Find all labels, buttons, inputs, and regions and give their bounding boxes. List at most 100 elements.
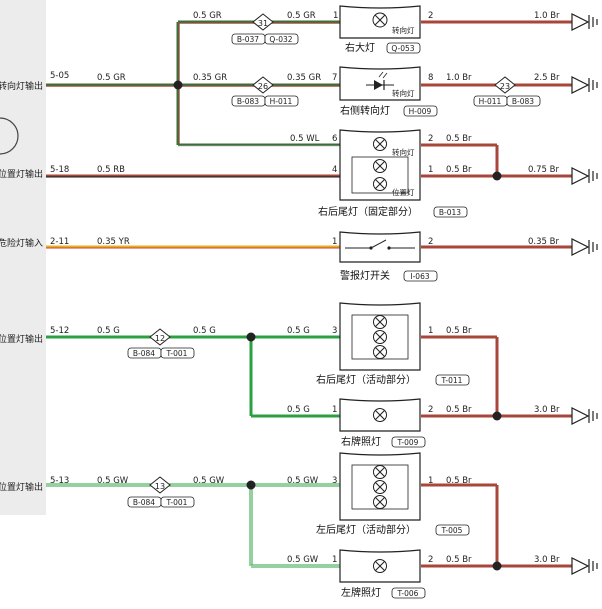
terminal-number: 2 (428, 134, 433, 144)
pin-5-05: 5-05 (50, 71, 69, 81)
wire-g-group (46, 332, 340, 418)
component-right-side-turn-lamp: 转向灯 右侧转向灯 H-009 (339, 66, 438, 117)
wire-label: 1.0 Br (534, 11, 560, 21)
wire-label: 0.35 GR (193, 73, 227, 83)
connector-code-right: B-083 (512, 97, 534, 106)
connector-12: 12 B-084 T-001 (127, 328, 195, 359)
label-turn-output: 转向灯输出 (0, 80, 43, 92)
lamp-icon (373, 408, 387, 422)
left-panel (0, 0, 46, 515)
component-hazard-switch: 警报灯开关 I-063 (339, 231, 438, 282)
ground-group (571, 13, 598, 575)
wire-label: 0.5 GR (193, 11, 222, 21)
component-code: T-006 (397, 589, 419, 598)
component-code: Q-053 (391, 44, 414, 53)
wire-label: 0.5 Br (446, 165, 472, 175)
component-left-taillamp-movable: 左后尾灯（活动部分） T-005 (316, 452, 470, 536)
wire-label: 0.5 G (193, 326, 216, 336)
component-right-headlamp: 转向灯 右大灯 Q-053 (339, 5, 421, 54)
component-name: 右侧转向灯 (340, 104, 390, 117)
label-hazard-input: 危险灯输入 (0, 237, 43, 249)
lamp-icon (373, 330, 387, 344)
wire-label: 0.5 Br (446, 476, 472, 486)
junction-dot (246, 332, 256, 342)
lamp-icon (373, 159, 387, 173)
lamp-icon (373, 345, 387, 359)
component-right-taillamp-fixed: 转向灯 位置灯 右后尾灯（固定部分） B-013 (318, 129, 468, 218)
component-right-plate-lamp: 右牌照灯 T-009 (339, 398, 426, 448)
terminal-number: 7 (332, 73, 337, 83)
wire-label: 0.5 GR (287, 11, 316, 21)
wire-label: 0.5 GR (97, 73, 126, 83)
lamp-icon (373, 137, 387, 151)
connector-code-right: T-001 (166, 498, 188, 507)
connector-num: 23 (500, 82, 510, 91)
connector-23: 23 H-011 B-083 (473, 76, 541, 107)
wire-label: 0.5 Br (446, 326, 472, 336)
component-code: I-063 (410, 272, 429, 281)
ground-icon (571, 557, 598, 575)
wire-label: 0.5 G (97, 326, 120, 336)
wire-label: 0.5 WL (290, 134, 320, 144)
connector-code-right: T-001 (166, 349, 188, 358)
junction-dot (492, 411, 502, 421)
component-inner-label: 转向灯 (392, 88, 415, 98)
terminal-number: 1 (332, 405, 337, 415)
component-inner-label-2: 位置灯 (392, 187, 415, 197)
pin-5-13: 5-13 (50, 476, 69, 486)
terminal-number: 1 (428, 326, 433, 336)
component-code: T-011 (441, 376, 463, 385)
lamp-icon (373, 495, 387, 509)
wire-label: 0.5 Br (446, 405, 472, 415)
connector-code-left: H-011 (479, 97, 502, 106)
wire-label: 0.75 Br (528, 165, 559, 175)
terminal-number: 1 (333, 11, 338, 21)
wire-label: 0.5 Br (446, 134, 472, 144)
component-inner-label: 转向灯 (392, 25, 415, 35)
junction-dot (246, 480, 256, 490)
lamp-icon (373, 465, 387, 479)
led-icon (366, 71, 394, 90)
pin-2-11: 2-11 (50, 237, 69, 247)
connector-code-left: B-037 (237, 35, 259, 44)
terminal-number: 4 (332, 165, 337, 175)
wire-label: 0.5 GW (193, 476, 225, 486)
connector-num: 26 (258, 82, 268, 91)
ground-icon (571, 13, 598, 31)
lamp-icon (372, 12, 388, 28)
panel-arc (0, 117, 19, 155)
terminal-number: 3 (332, 476, 337, 486)
switch-icon (345, 239, 415, 250)
terminal-number: 1 (332, 237, 337, 247)
connector-num: 31 (258, 19, 268, 28)
component-name: 右后尾灯（固定部分） (318, 205, 418, 218)
pin-5-12: 5-12 (50, 326, 69, 336)
component-name: 右后尾灯（活动部分） (316, 373, 416, 386)
connector-code-left: B-083 (237, 97, 259, 106)
ground-icon (571, 238, 598, 256)
terminal-number: 1 (428, 165, 433, 175)
pin-5-18: 5-18 (50, 165, 69, 175)
wire-gw-group (46, 480, 340, 568)
junction-dot (492, 561, 502, 571)
lamp-icon (373, 480, 387, 494)
label-position-output-2: 位置灯输出 (0, 333, 43, 345)
wire-label: 0.5 GW (97, 476, 129, 486)
wire-label: 0.5 GW (287, 476, 319, 486)
junction-dot (492, 171, 502, 181)
label-position-output-3: 位置灯输出 (0, 481, 43, 493)
component-name: 右牌照灯 (341, 435, 381, 448)
lamp-icon (373, 177, 387, 191)
terminal-number: 2 (428, 237, 433, 247)
terminal-number: 2 (428, 11, 433, 21)
wire-label: 0.5 G (287, 326, 310, 336)
lamp-icon (373, 315, 387, 329)
connector-code-left: B-084 (133, 498, 155, 507)
connector-code-left: B-084 (133, 349, 155, 358)
connector-num: 13 (155, 482, 165, 491)
terminal-number: 8 (428, 73, 433, 83)
ground-icon (571, 167, 598, 185)
connector-13: 13 B-084 T-001 (127, 476, 195, 508)
